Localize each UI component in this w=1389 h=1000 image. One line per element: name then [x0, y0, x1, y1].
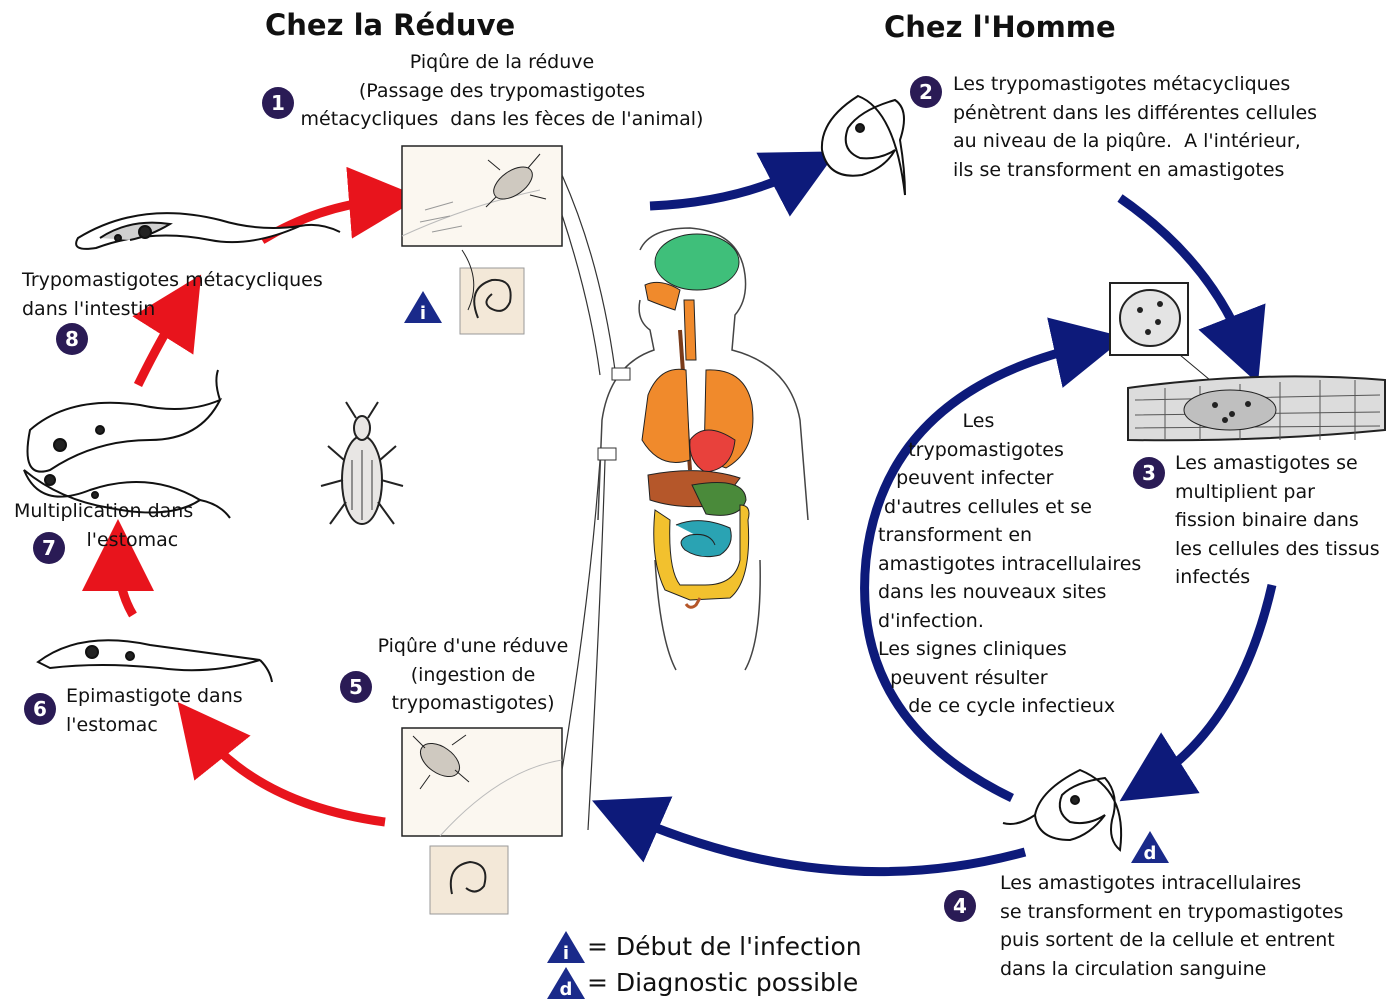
step-badge-8: 8: [56, 323, 88, 355]
step-label-6: Epimastigote dans l'estomac: [66, 682, 243, 739]
bite-box-5: [402, 728, 562, 914]
legend-infection-icon: i: [546, 930, 586, 964]
title-reduve: Chez la Réduve: [265, 8, 515, 42]
reduviid-bug: [321, 402, 403, 524]
left-lung: [642, 369, 690, 462]
arrow-1-to-2: [650, 168, 805, 206]
legend-diagnostic-label: = Diagnostic possible: [587, 968, 858, 997]
svg-text:i: i: [420, 303, 426, 324]
step-label-8: Trypomastigotes métacycliques dans l'int…: [22, 266, 323, 323]
stomach: [692, 483, 746, 516]
infected-cell-inset: [1110, 283, 1210, 380]
step-label-7: Multiplication dans l'estomac: [14, 497, 193, 554]
trypomastigote-step2: [822, 96, 905, 195]
epimastigote-step6: [38, 640, 272, 682]
title-homme: Chez l'Homme: [884, 10, 1116, 44]
svg-text:i: i: [563, 943, 569, 964]
legend-diagnostic-icon: d: [546, 966, 586, 1000]
arrow-5-to-6: [200, 730, 385, 822]
diagnostic-marker-icon: d: [1130, 830, 1170, 864]
arrow-4-to-5: [625, 815, 1025, 872]
step-badge-4: 4: [944, 890, 976, 922]
human-body-illustration: [598, 228, 808, 670]
svg-text:d: d: [560, 979, 573, 1000]
infected-tissue: [1128, 376, 1385, 440]
step-label-5: Piqûre d'une réduve (ingestion de trypom…: [355, 632, 591, 718]
trypomastigote-step7: [24, 370, 230, 518]
trypomastigote-step4: [1003, 770, 1121, 850]
step-label-4: Les amastigotes intracellulaires se tran…: [1000, 869, 1343, 983]
small-intestine: [676, 521, 731, 557]
brain: [655, 234, 739, 290]
step-badge-6: 6: [24, 693, 56, 725]
arrow-6-to-7: [118, 555, 133, 615]
reinfection-note: Les trypomastigotes peuvent infecter d'a…: [878, 407, 1141, 721]
arrow-3-to-4: [1150, 585, 1272, 782]
step-badge-2: 2: [910, 76, 942, 108]
step-badge-1: 1: [262, 87, 294, 119]
infection-marker-icon: i: [403, 290, 443, 324]
step-label-3: Les amastigotes se multiplient par fissi…: [1175, 449, 1380, 592]
svg-text:d: d: [1144, 843, 1157, 864]
step-label-1: Piqûre de la réduve (Passage des trypoma…: [300, 48, 704, 134]
legend-infection-label: = Début de l'infection: [587, 932, 862, 961]
step-label-2: Les trypomastigotes métacycliques pénètr…: [953, 70, 1317, 184]
